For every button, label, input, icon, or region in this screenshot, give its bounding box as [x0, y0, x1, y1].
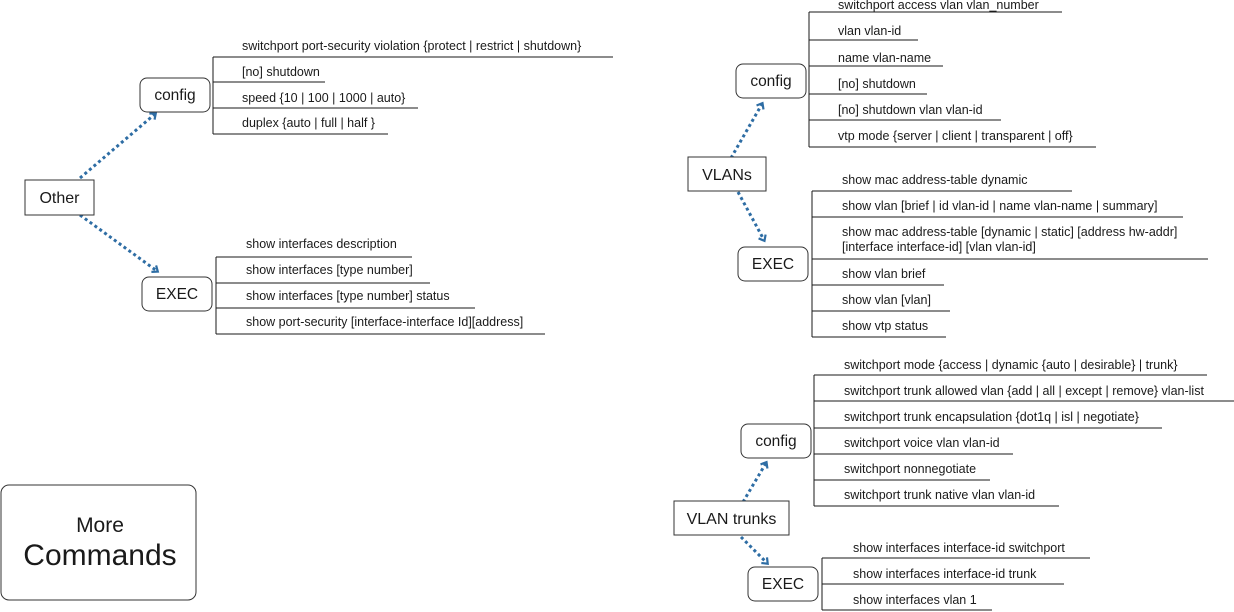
- cmd-trunks-config-2: switchport trunk allowed vlan {add | all…: [844, 384, 1204, 398]
- svg-text:VLANs: VLANs: [702, 167, 752, 184]
- cmd-vlans-config-4: [no] shutdown: [838, 77, 916, 91]
- node-vlans-exec: EXEC: [737, 246, 809, 282]
- node-trunks-exec: EXEC: [747, 566, 819, 602]
- node-vlans: VLANs: [687, 156, 767, 192]
- cmd-vlans-exec-2: show vlan [brief | id vlan-id | name vla…: [842, 199, 1157, 213]
- bracket-trunks-config: switchport mode {access | dynamic {auto …: [813, 358, 1234, 507]
- svg-text:Other: Other: [39, 190, 80, 207]
- cmd-vlans-config-1: switchport access vlan vlan_number: [838, 0, 1039, 12]
- cmd-trunks-exec-2: show interfaces interface-id trunk: [853, 567, 1037, 581]
- node-other-exec: EXEC: [141, 276, 213, 312]
- bracket-other-config: switchport port-security violation {prot…: [212, 39, 613, 135]
- cmd-other-config-1: switchport port-security violation {prot…: [242, 39, 581, 53]
- bracket-trunks-exec: show interfaces interface-id switchport …: [821, 541, 1090, 611]
- cmd-vlans-config-3: name vlan-name: [838, 51, 931, 65]
- cmd-vlans-exec-5: show vlan [vlan]: [842, 293, 931, 307]
- svg-text:config: config: [154, 87, 195, 104]
- cmd-vlans-exec-1: show mac address-table dynamic: [842, 173, 1028, 187]
- svg-text:config: config: [755, 433, 796, 450]
- cmd-vlans-exec-4: show vlan brief: [842, 267, 926, 281]
- cmd-other-config-3: speed {10 | 100 | 1000 | auto}: [242, 91, 405, 105]
- cmd-trunks-config-3: switchport trunk encapsulation {dot1q | …: [844, 410, 1139, 424]
- bracket-vlans-exec: show mac address-table dynamic show vlan…: [811, 173, 1208, 338]
- node-vlans-config: config: [735, 63, 807, 99]
- bracket-other-exec: show interfaces description show interfa…: [215, 237, 545, 335]
- legend-line1: More: [76, 514, 124, 537]
- arrow-vlans-to-config: [729, 101, 765, 159]
- cmd-other-exec-3: show interfaces [type number] status: [246, 289, 450, 303]
- bracket-vlans-config: switchport access vlan vlan_number vlan …: [808, 0, 1096, 148]
- group-vlans: VLANs config switchport access vlan vlan…: [687, 0, 1208, 338]
- cmd-other-config-2: [no] shutdown: [242, 65, 320, 79]
- cmd-other-exec-4: show port-security [interface-interface …: [246, 315, 523, 329]
- svg-text:EXEC: EXEC: [762, 576, 804, 593]
- cmd-other-config-4: duplex {auto | full | half }: [242, 116, 375, 130]
- arrow-trunks-to-config: [741, 460, 769, 503]
- legend-line2: Commands: [23, 539, 176, 572]
- cmd-vlans-config-6: vtp mode {server | client | transparent …: [838, 129, 1073, 143]
- cmd-trunks-config-1: switchport mode {access | dynamic {auto …: [844, 358, 1178, 372]
- cmd-vlans-config-2: vlan vlan-id: [838, 24, 901, 38]
- cmd-trunks-exec-3: show interfaces vlan 1: [853, 593, 977, 607]
- svg-text:EXEC: EXEC: [752, 256, 794, 273]
- svg-text:VLAN trunks: VLAN trunks: [687, 511, 777, 528]
- cmd-trunks-config-4: switchport voice vlan vlan-id: [844, 436, 1000, 450]
- arrow-other-to-config: [79, 112, 158, 180]
- arrow-vlans-to-exec: [736, 191, 767, 243]
- node-trunks-config: config: [740, 423, 812, 459]
- cmd-other-exec-2: show interfaces [type number]: [246, 263, 413, 277]
- node-other-config: config: [139, 77, 211, 113]
- node-vlan-trunks: VLAN trunks: [673, 500, 790, 536]
- cmd-vlans-exec-6: show vtp status: [842, 319, 928, 333]
- node-other: Other: [24, 179, 95, 216]
- group-vlan-trunks: VLAN trunks config switchport mode {acce…: [673, 358, 1234, 611]
- cmd-trunks-exec-1: show interfaces interface-id switchport: [853, 541, 1065, 555]
- cmd-trunks-config-5: switchport nonnegotiate: [844, 462, 976, 476]
- cmd-trunks-config-6: switchport trunk native vlan vlan-id: [844, 488, 1035, 502]
- svg-text:config: config: [750, 73, 791, 90]
- legend-box: More Commands: [0, 484, 197, 601]
- cmd-vlans-exec-3: show mac address-table [dynamic | static…: [842, 225, 1177, 254]
- cmd-other-exec-1: show interfaces description: [246, 237, 397, 251]
- arrow-other-to-exec: [79, 213, 160, 273]
- group-other: Other config switchport port-security vi…: [24, 39, 613, 335]
- arrow-trunks-to-exec: [739, 535, 769, 565]
- cmd-vlans-config-5: [no] shutdown vlan vlan-id: [838, 103, 983, 117]
- svg-text:EXEC: EXEC: [156, 286, 198, 303]
